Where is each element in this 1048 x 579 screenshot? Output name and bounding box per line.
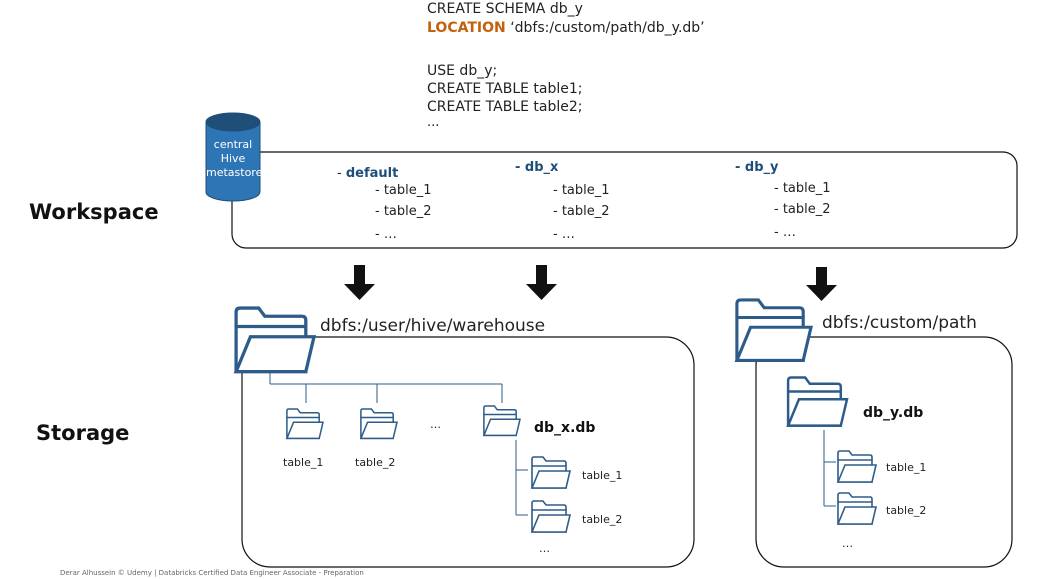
db-y-table-1: - table_1 xyxy=(774,181,831,196)
db-x-name: - db_x xyxy=(515,160,559,175)
db-default-table-1: - table_1 xyxy=(375,183,432,198)
db-x-more: … xyxy=(539,542,550,555)
db-y-folder-label: db_y.db xyxy=(863,405,924,421)
warehouse-path: dbfs:/user/hive/warehouse xyxy=(320,316,546,336)
custom-path-folder-icon xyxy=(735,298,813,362)
db-y-table2-folder-icon xyxy=(837,492,877,525)
metastore-label: central Hive metastore xyxy=(206,138,263,180)
warehouse-box xyxy=(241,336,695,568)
custom-tree xyxy=(823,430,836,507)
code-line-location: LOCATION ‘dbfs:/custom/path/db_y.db’ xyxy=(427,19,705,37)
db-x-folder-icon xyxy=(483,405,521,437)
db-x-more: - … xyxy=(553,227,575,242)
location-keyword: LOCATION xyxy=(427,20,506,36)
code-line-create-schema: CREATE SCHEMA db_y xyxy=(427,1,583,17)
code-line-ellipsis: ... xyxy=(427,115,440,130)
metastore-label-line2: Hive xyxy=(220,152,246,165)
db-y-more: - … xyxy=(774,225,796,240)
arrow-db-y xyxy=(806,267,837,301)
table2-folder-icon xyxy=(360,408,398,440)
storage-label: Storage xyxy=(36,421,130,445)
code-line-use: USE db_y; xyxy=(427,63,498,79)
metastore-label-line3: metastore xyxy=(206,166,263,179)
db-y-table-2-label: table_2 xyxy=(886,504,927,517)
db-x-table-1: - table_1 xyxy=(553,183,610,198)
db-y-table-1-label: table_1 xyxy=(886,461,927,474)
warehouse-tree xyxy=(269,372,528,516)
db-x-table-2: - table_2 xyxy=(553,204,610,219)
metastore-cylinder xyxy=(205,112,261,202)
warehouse-table-2-label: table_2 xyxy=(355,456,396,469)
arrow-db-x xyxy=(526,265,557,300)
db-x-table-2-label: table_2 xyxy=(582,513,623,526)
db-x-table-1-label: table_1 xyxy=(582,469,623,482)
code-line-create-table1: CREATE TABLE table1; xyxy=(427,81,583,97)
db-y-name: - db_y xyxy=(735,160,779,175)
db-x-table2-folder-icon xyxy=(531,500,571,533)
custom-path-box xyxy=(755,336,1013,568)
workspace-label: Workspace xyxy=(29,200,159,224)
custom-path: dbfs:/custom/path xyxy=(822,313,977,333)
db-y-table-2: - table_2 xyxy=(774,202,831,217)
db-x-table1-folder-icon xyxy=(531,456,571,489)
warehouse-folder-icon xyxy=(234,306,316,374)
db-y-more: … xyxy=(842,537,853,550)
metastore-label-line1: central xyxy=(213,138,253,151)
warehouse-table-1-label: table_1 xyxy=(283,456,324,469)
db-y-folder-icon xyxy=(786,376,849,427)
arrow-default xyxy=(344,265,375,300)
db-y-table1-folder-icon xyxy=(837,450,877,483)
location-value: ‘dbfs:/custom/path/db_y.db’ xyxy=(510,20,705,36)
footer-credit: Derar Alhussein © Udemy | Databricks Cer… xyxy=(60,569,364,577)
db-default-name: - default xyxy=(337,166,399,181)
db-default-more: - … xyxy=(375,227,397,242)
warehouse-ellipsis: … xyxy=(430,418,441,431)
db-x-folder-label: db_x.db xyxy=(534,420,596,436)
db-default-table-2: - table_2 xyxy=(375,204,432,219)
code-line-create-table2: CREATE TABLE table2; xyxy=(427,99,583,115)
table1-folder-icon xyxy=(286,408,324,440)
